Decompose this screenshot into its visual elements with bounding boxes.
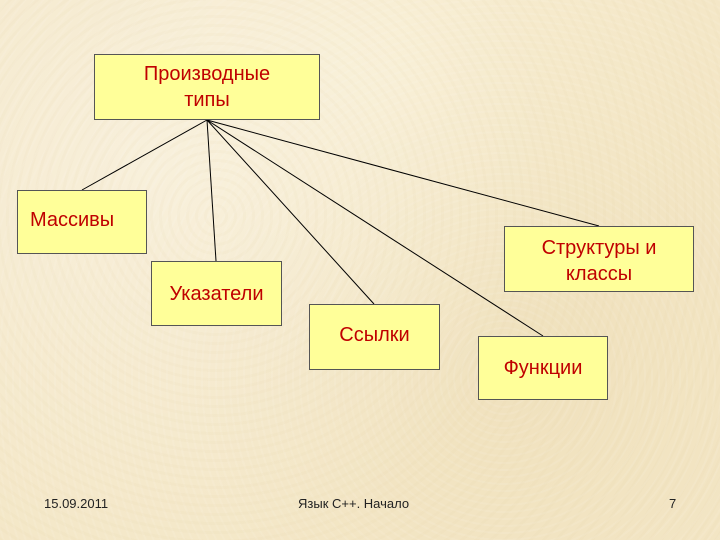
footer-title: Язык С++. Начало: [298, 496, 410, 511]
footer-date: 15.09.2011: [44, 496, 109, 511]
node-pointers-label: Указатели: [169, 282, 264, 305]
node-arrays: Массивы: [17, 190, 147, 254]
node-structures-classes: Структуры и классы: [504, 226, 694, 292]
connector-references: [206, 119, 375, 305]
root-node-line1: Производные: [143, 63, 271, 85]
node-structures-line1: Структуры и: [541, 237, 657, 259]
root-node-line2: типы: [184, 89, 230, 111]
node-functions-label: Функции: [503, 357, 583, 379]
node-structures-line2: классы: [565, 263, 633, 285]
node-arrays-label: Массивы: [30, 209, 115, 231]
node-pointers: Указатели: [151, 261, 282, 326]
node-references: Ссылки: [309, 304, 440, 370]
connector-structures: [206, 119, 600, 227]
footer-page-number: 7: [669, 496, 677, 511]
connector-functions: [206, 119, 544, 337]
node-references-label: Ссылки: [339, 324, 410, 346]
node-functions: Функции: [478, 336, 608, 400]
connector-arrays: [81, 119, 208, 191]
root-node-derived-types: Производные типы: [94, 54, 320, 120]
connector-pointers: [206, 119, 217, 262]
